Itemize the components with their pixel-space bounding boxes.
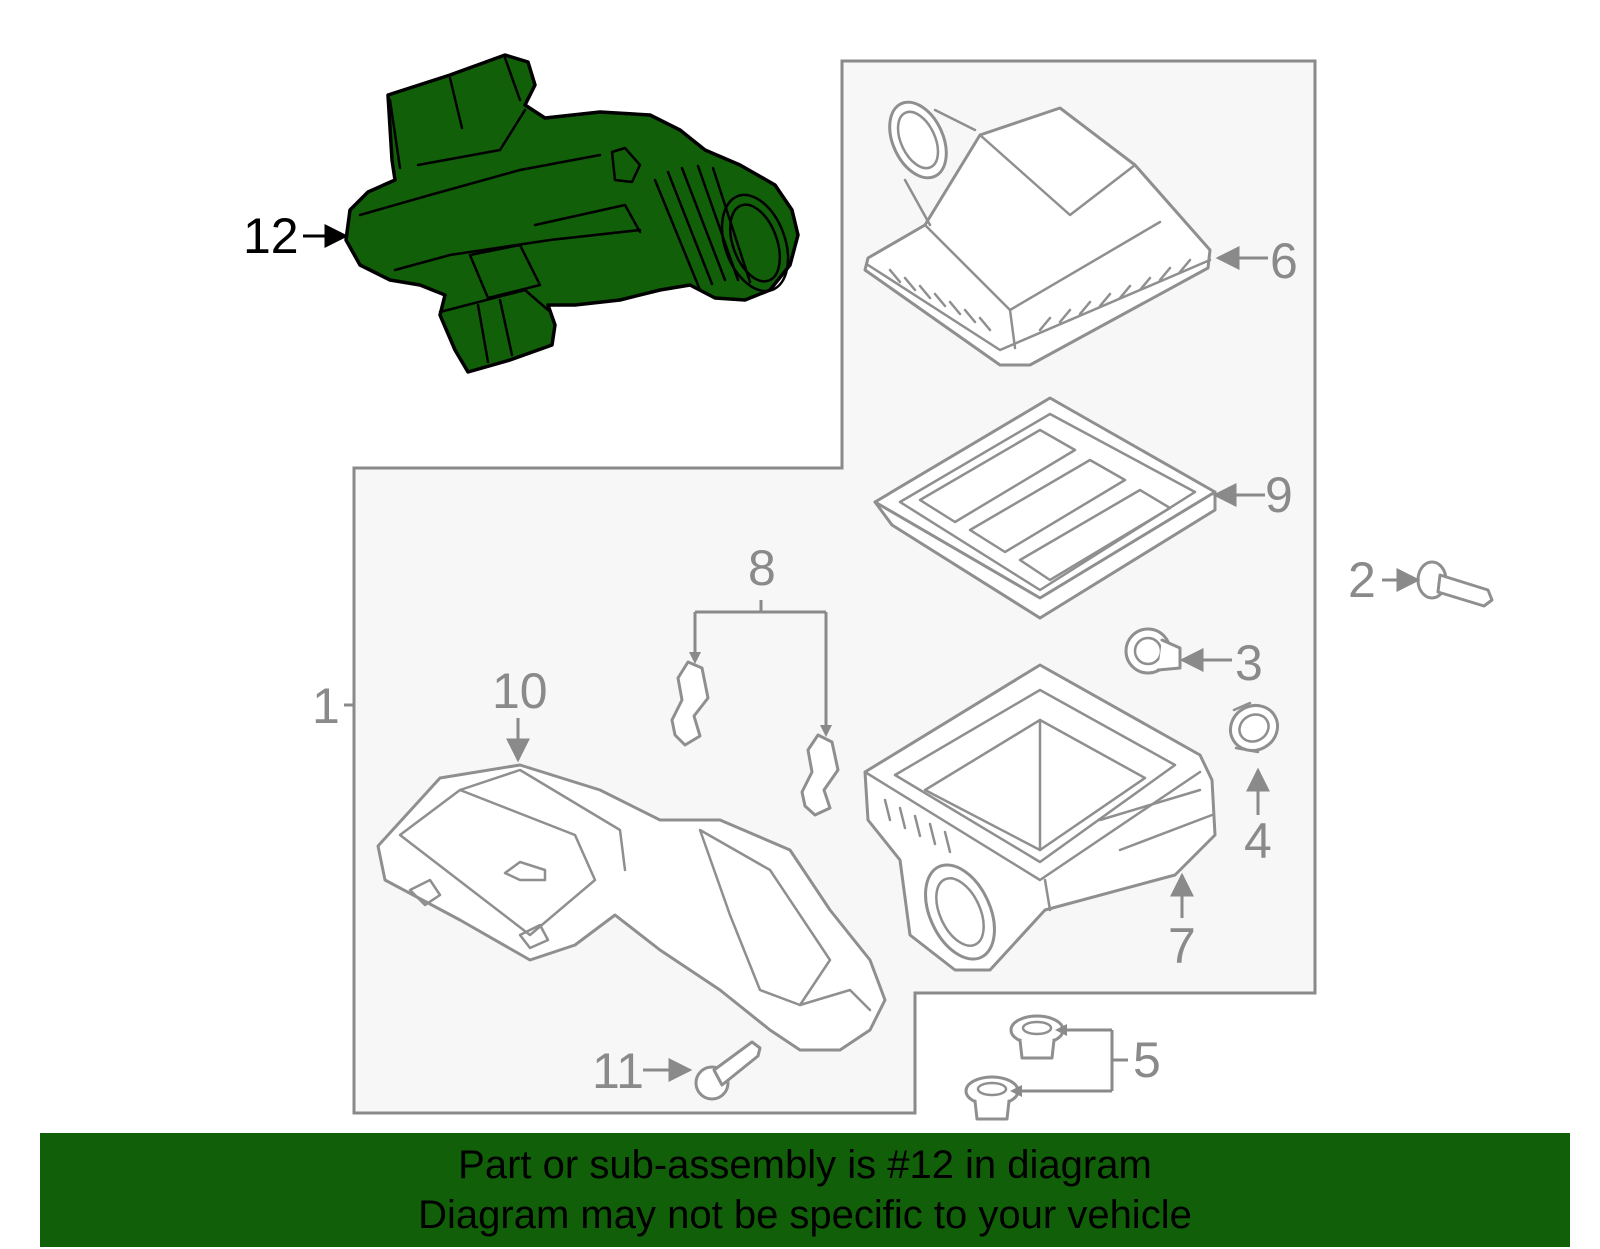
callout-2[interactable]: 2 <box>1348 552 1376 608</box>
part-10-lower-duct[interactable] <box>376 763 887 1052</box>
callout-6[interactable]: 6 <box>1270 233 1298 289</box>
callout-4[interactable]: 4 <box>1244 813 1272 869</box>
callout-10[interactable]: 10 <box>492 663 548 719</box>
callout-7[interactable]: 7 <box>1168 918 1196 974</box>
part-7-lower-housing[interactable] <box>863 663 1217 972</box>
callout-3[interactable]: 3 <box>1235 635 1263 691</box>
callout-9[interactable]: 9 <box>1265 467 1293 523</box>
banner-line-2: Diagram may not be specific to your vehi… <box>418 1193 1192 1237</box>
part-11-bolt[interactable] <box>694 1040 762 1101</box>
callout-1[interactable]: 1 <box>312 678 340 734</box>
part-8-clips[interactable] <box>670 660 840 817</box>
part-2-bolt[interactable] <box>1416 560 1494 608</box>
banner-line-1: Part or sub-assembly is #12 in diagram <box>458 1143 1152 1187</box>
callout-11[interactable]: 11 <box>592 1043 644 1099</box>
part-5-push-pins[interactable] <box>964 1014 1065 1121</box>
part-12-duct-body <box>344 53 800 374</box>
callout-12[interactable]: 12 <box>243 208 299 264</box>
leader-lines <box>303 224 1421 1097</box>
part-6-housing-cover[interactable] <box>863 93 1212 367</box>
part-3-grommet[interactable] <box>1124 627 1182 675</box>
part-12-air-inlet-tube[interactable] <box>344 53 800 374</box>
part-4-grommet[interactable] <box>1222 697 1286 759</box>
info-banner: Part or sub-assembly is #12 in diagram D… <box>40 1133 1570 1247</box>
callout-5[interactable]: 5 <box>1133 1032 1161 1088</box>
callout-labels: 12 6 9 8 2 3 10 1 4 7 11 5 <box>243 208 1376 1099</box>
callout-8[interactable]: 8 <box>748 540 776 596</box>
